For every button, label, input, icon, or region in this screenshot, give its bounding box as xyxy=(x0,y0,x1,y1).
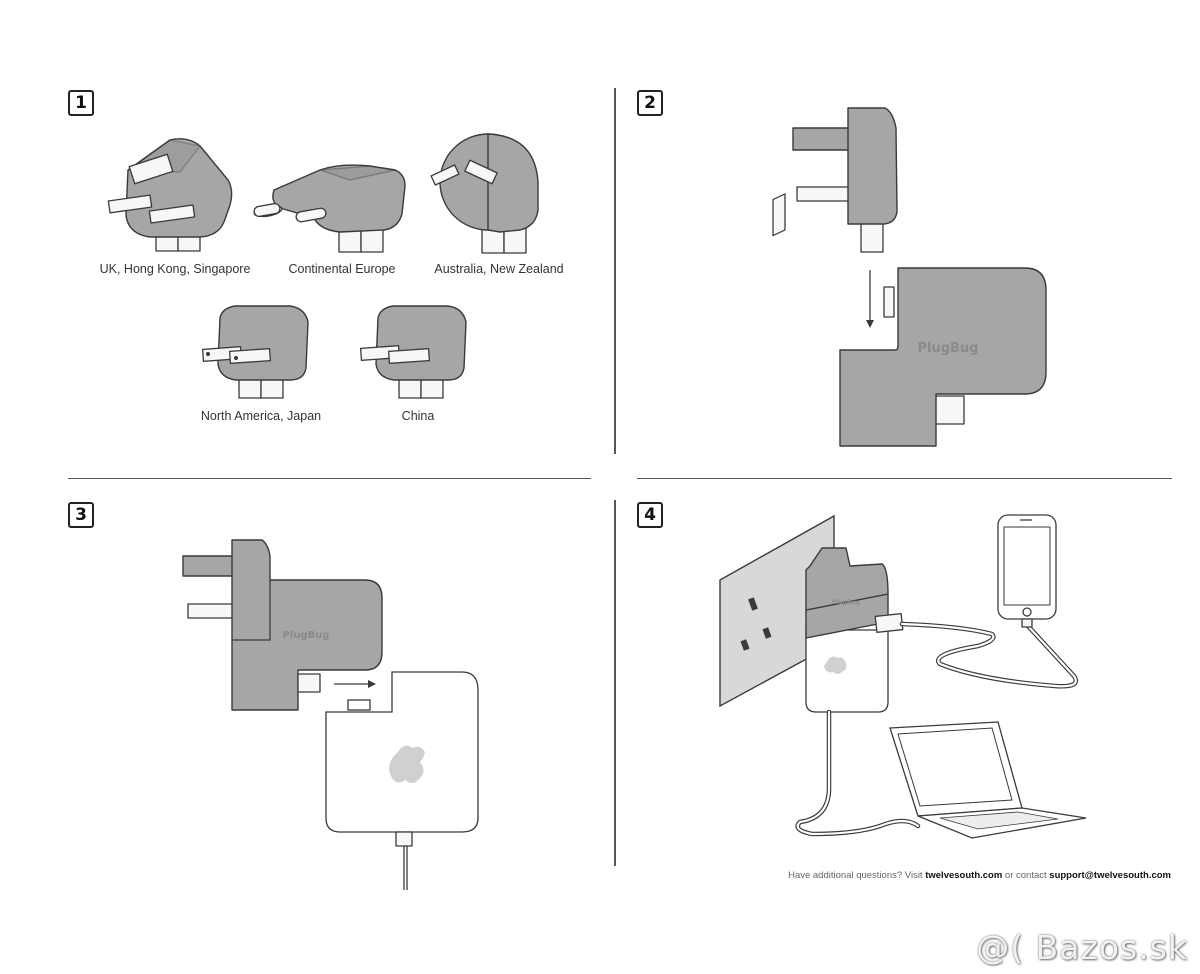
step-2-badge: 2 xyxy=(637,90,663,116)
na-adapter-icon xyxy=(201,305,309,399)
footer-middle: or contact xyxy=(1002,870,1050,881)
phone-cable xyxy=(874,613,1079,689)
support-footer: Have additional questions? Visit twelves… xyxy=(788,870,1171,881)
adapter-label-china: China xyxy=(401,409,435,423)
step-4-badge: 4 xyxy=(637,502,663,528)
step2-plugbug-body xyxy=(839,267,1047,447)
macbook-icon xyxy=(889,721,1087,839)
laptop-cable xyxy=(795,709,921,837)
step2-brand-label: PlugBug xyxy=(917,341,978,356)
step-1-badge: 1 xyxy=(68,90,94,116)
step2-arrow-icon xyxy=(866,270,874,328)
step3-plugbug-with-adapter xyxy=(182,539,383,711)
footer-email-link[interactable]: support@twelvesouth.com xyxy=(1049,870,1171,881)
footer-site-link[interactable]: twelvesouth.com xyxy=(925,870,1003,881)
china-adapter-icon xyxy=(359,305,467,399)
step3-arrow-icon xyxy=(334,680,376,688)
eu-adapter-icon xyxy=(253,164,406,253)
vertical-divider-bottom xyxy=(614,500,616,866)
uk-adapter-icon xyxy=(107,138,233,252)
footer-prefix: Have additional questions? Visit xyxy=(788,870,926,881)
adapter-label-eu: Continental Europe xyxy=(288,262,396,276)
vertical-divider-top xyxy=(614,88,616,454)
step3-brand-label: PlugBug xyxy=(283,630,330,641)
adapter-label-na: North America, Japan xyxy=(200,409,322,423)
adapter-label-uk: UK, Hong Kong, Singapore xyxy=(99,262,251,276)
step3-apple-charger xyxy=(325,671,479,890)
horizontal-divider-right xyxy=(637,478,1172,479)
step-3-badge: 3 xyxy=(68,502,94,528)
step4-brand-label: PlugBug xyxy=(832,599,860,606)
step4-plugbug-assembly: PlugBug xyxy=(805,547,889,713)
step2-uk-adapter-icon xyxy=(792,107,898,253)
au-adapter-icon xyxy=(430,133,539,254)
adapter-label-au: Australia, New Zealand xyxy=(434,262,564,276)
iphone-icon xyxy=(997,514,1057,628)
watermark: @( Bazos.sk xyxy=(976,928,1188,967)
horizontal-divider-left xyxy=(68,478,591,479)
